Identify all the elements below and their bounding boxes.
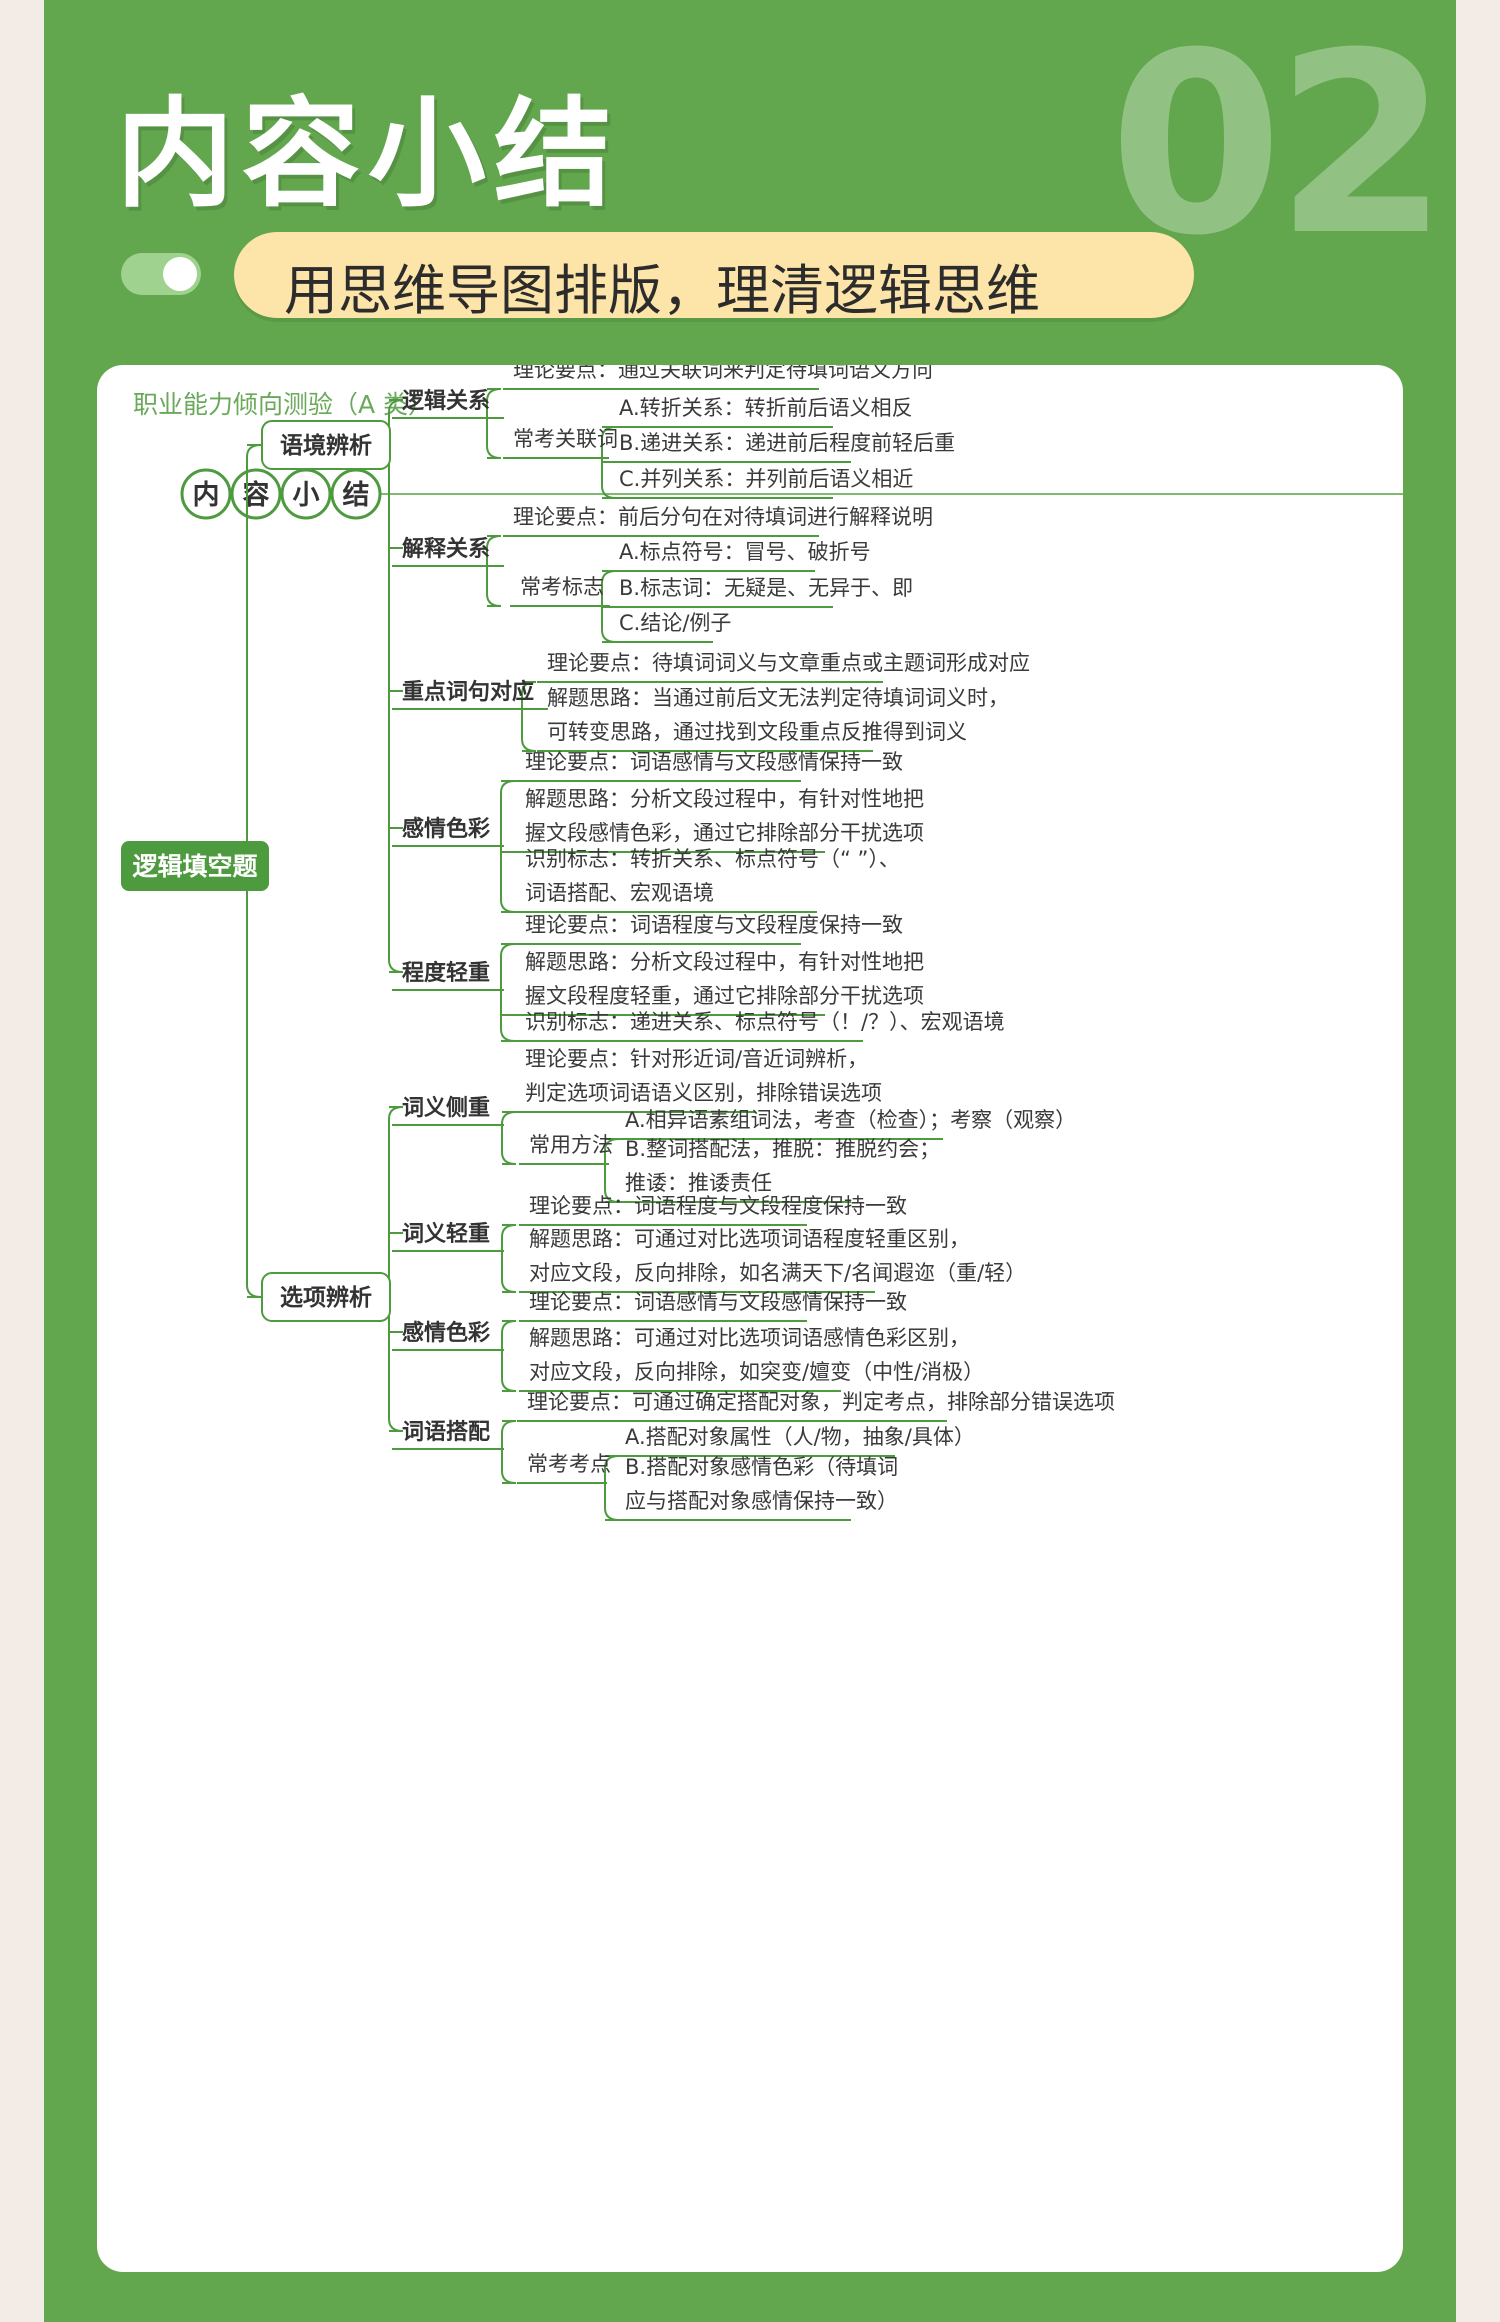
leaf-text: 理论要点：词语感情与文段感情保持一致 — [525, 750, 903, 774]
sub-branch-label: 感情色彩 — [402, 1320, 490, 1346]
leaf-text: 识别标志：递进关系、标点符号（！/？）、宏观语境 — [525, 1010, 1005, 1034]
leaf-text: 理论要点：针对形近词/音近词辨析， — [525, 1047, 868, 1071]
branch-trunk — [388, 1106, 404, 1432]
leaf-text: 理论要点：词语感情与文段感情保持一致 — [529, 1290, 907, 1314]
decorative-section-number: 02 — [1109, 0, 1449, 290]
leaf-text: 对应文段，反向排除，如突变/嬗变（中性/消极） — [529, 1360, 984, 1384]
sub-branch-label: 词语搭配 — [402, 1420, 490, 1445]
leaf-text: 解题思路：分析文段过程中，有针对性地把 — [525, 787, 924, 811]
main-branch-label: 选项辨析 — [280, 1284, 372, 1311]
branch-trunk — [604, 1138, 620, 1203]
mindmap-connectors — [237, 388, 947, 1521]
group-label: 常考标志 — [520, 575, 604, 599]
subtitle-text: 用思维导图排版，理清逻辑思维 — [284, 259, 1040, 322]
sub-branch-label: 解释关系 — [402, 536, 490, 562]
branch-trunk — [501, 1320, 517, 1392]
leaf-text: 解题思路：可通过对比选项词语感情色彩区别， — [529, 1326, 970, 1350]
leaf-text: C.结论/例子 — [619, 611, 731, 635]
branch-trunk — [501, 1111, 517, 1165]
group-label: 常用方法 — [529, 1133, 613, 1157]
sub-branch-label: 感情色彩 — [402, 816, 490, 842]
sub-branch-label: 词义轻重 — [402, 1221, 490, 1247]
leaf-text: 解题思路：当通过前后文无法判定待填词词义时， — [547, 686, 1009, 710]
leaf-text: B.标志词：无疑是、无异于、即 — [619, 576, 913, 600]
root-node — [121, 841, 269, 891]
group-label: 常考考点 — [527, 1452, 611, 1476]
branch-trunk — [500, 943, 516, 1042]
leaf-text: 推诿：推诿责任 — [625, 1171, 772, 1195]
main-branch-node — [261, 420, 391, 470]
leaf-text: 判定选项词语语义区别，排除错误选项 — [525, 1081, 882, 1105]
leaf-text: 识别标志：转折关系、标点符号（“ ”）、 — [525, 847, 900, 871]
leaf-text: A.转折关系：转折前后语义相反 — [619, 396, 913, 420]
branch-trunk — [388, 399, 404, 973]
branch-trunk — [601, 426, 617, 499]
leaf-text: 解题思路：分析文段过程中，有针对性地把 — [525, 950, 924, 974]
group-label: 常考关联词 — [513, 427, 618, 451]
leaf-text: A.标点符号：冒号、破折号 — [619, 540, 871, 564]
branch-trunk — [501, 1224, 517, 1293]
sub-branch-label: 重点词句对应 — [402, 679, 534, 705]
leaf-text: B.搭配对象感情色彩（待填词 — [625, 1455, 898, 1479]
sub-branch-label: 词义侧重 — [402, 1096, 490, 1121]
leaf-text: B.递进关系：递进前后程度前轻后重 — [619, 431, 955, 455]
section-char: 内 — [193, 480, 220, 511]
root-label: 逻辑填空题 — [132, 852, 257, 881]
book-label: 职业能力倾向测验（A 类） — [133, 390, 433, 419]
leaf-text: 可转变思路，通过找到文段重点反推得到词义 — [547, 720, 967, 744]
main-branch-node — [261, 1272, 391, 1322]
leaf-text: 握文段感情色彩，通过它排除部分干扰选项 — [525, 821, 924, 845]
leaf-text: 理论要点：词语程度与文段程度保持一致 — [525, 913, 903, 937]
main-branch-label: 语境辨析 — [280, 432, 372, 459]
leaf-text: 握文段程度轻重，通过它排除部分干扰选项 — [525, 984, 924, 1008]
leaf-text: 词语搭配、宏观语境 — [525, 881, 714, 905]
toggle-knob — [163, 257, 197, 291]
section-char: 结 — [343, 480, 370, 511]
leaf-text: 应与搭配对象感情保持一致） — [625, 1489, 898, 1513]
leaf-text: 解题思路：可通过对比选项词语程度轻重区别， — [529, 1227, 970, 1251]
section-char-circle — [180, 468, 232, 520]
branch-trunk — [501, 1420, 517, 1484]
mindmap-nodes: 逻辑填空题语境辨析选项辨析逻辑关系解释关系重点词句对应感情色彩程度轻重词义侧重词… — [121, 365, 1115, 1513]
section-char-circle — [230, 468, 282, 520]
leaf-text: 理论要点：待填词词义与文章重点或主题词形成对应 — [547, 651, 1030, 675]
section-char: 小 — [293, 480, 320, 511]
sub-branch-label: 程度轻重 — [402, 960, 490, 986]
mindmap-card: 职业能力倾向测验（A 类） 内 容 小 结 逻辑填空题 语境辨析选项辨析 逻辑关系解… — [97, 365, 1403, 2272]
leaf-text: 理论要点：前后分句在对待填词进行解释说明 — [513, 505, 933, 529]
leaf-text: 理论要点：词语程度与文段程度保持一致 — [529, 1194, 907, 1218]
page-title: 内容小结 — [116, 85, 621, 223]
leaf-text: C.并列关系：并列前后语义相近 — [619, 467, 913, 491]
leaf-text: 理论要点：可通过确定搭配对象，判定考点，排除部分错误选项 — [527, 1390, 1115, 1414]
leaf-text: A.相异语素组词法，考查（检查）；考察（观察） — [625, 1108, 1076, 1132]
subtitle-pill: 用思维导图排版，理清逻辑思维 — [234, 232, 1194, 322]
sub-branch-label: 逻辑关系 — [402, 388, 490, 414]
branch-trunk — [521, 681, 537, 752]
branch-trunk — [486, 388, 502, 459]
leaf-text: 对应文段，反向排除，如名满天下/名闻遐迩（重/轻） — [529, 1261, 1026, 1285]
leaf-text: A.搭配对象属性（人/物，抽象/具体） — [625, 1425, 975, 1449]
toggle-switch[interactable] — [121, 253, 201, 295]
branch-trunk — [604, 1455, 620, 1521]
section-heading: 内 容 小 结 — [180, 468, 1403, 520]
leaf-text: B.整词搭配法，推脱：推脱约会； — [625, 1137, 940, 1161]
branch-trunk — [486, 535, 502, 607]
leaf-text: 理论要点：通过关联词来判定待填词语义方向 — [513, 365, 933, 382]
